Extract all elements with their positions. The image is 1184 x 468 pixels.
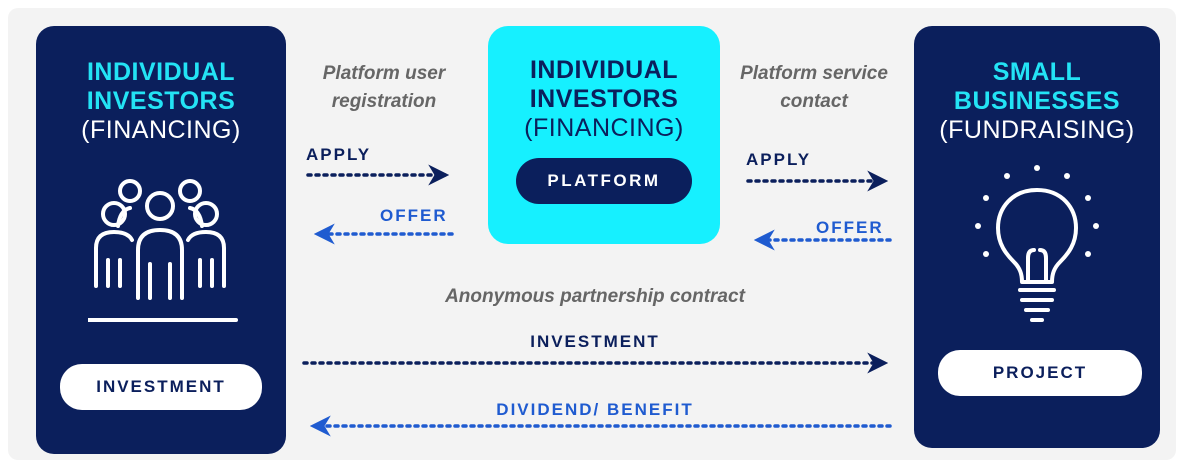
left-panel-subtitle: (FINANCING): [81, 116, 241, 144]
offer-right-label: OFFER: [816, 218, 884, 237]
small-businesses-panel: SMALL BUSINESSES (FUNDRAISING) PROJECT: [914, 26, 1160, 448]
platform-service-contact-label: Platform service contact: [740, 63, 888, 112]
dividend-flow-label: DIVIDEND/ BENEFIT: [496, 400, 694, 419]
offer-left-label: OFFER: [380, 206, 448, 225]
platform-pill: PLATFORM: [516, 158, 692, 204]
center-panel-title: INDIVIDUAL INVESTORS: [529, 56, 679, 113]
center-panel-subtitle: (FINANCING): [524, 114, 684, 142]
anonymous-partnership-label: Anonymous partnership contract: [445, 286, 745, 307]
investment-pill: INVESTMENT: [60, 364, 262, 410]
apply-right-label: APPLY: [746, 150, 812, 169]
platform-panel: INDIVIDUAL INVESTORS (FINANCING) PLATFOR…: [488, 26, 720, 244]
apply-left-label: APPLY: [306, 145, 372, 164]
individual-investors-panel: INDIVIDUAL INVESTORS (FINANCING): [36, 26, 286, 454]
people-group-icon: [88, 179, 238, 322]
left-panel-title: INDIVIDUAL INVESTORS: [86, 58, 236, 115]
platform-user-registration-label: Platform user registration: [322, 63, 446, 112]
lightbulb-icon: [975, 165, 1099, 322]
right-panel-subtitle: (FUNDRAISING): [939, 116, 1135, 144]
project-pill: PROJECT: [938, 350, 1142, 396]
right-panel-title: SMALL BUSINESSES: [953, 58, 1121, 115]
investment-flow-label: INVESTMENT: [530, 332, 660, 351]
